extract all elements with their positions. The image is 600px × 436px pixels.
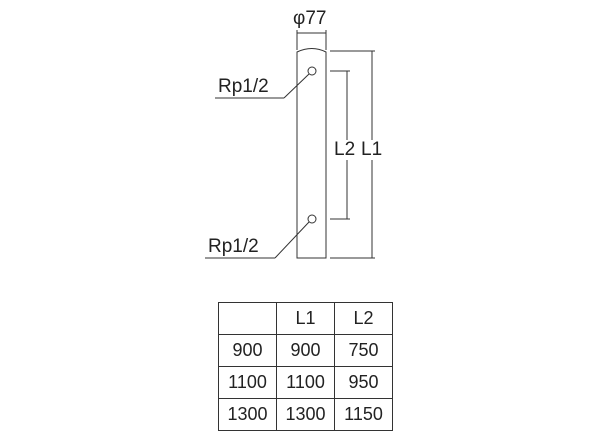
port-bottom-label: Rp1/2 bbox=[208, 236, 259, 257]
leader-bottom bbox=[205, 221, 310, 259]
table-cell: 1100 bbox=[218, 366, 277, 399]
table-cell: 1100 bbox=[276, 366, 335, 399]
l2-dimension bbox=[330, 70, 350, 220]
table-header-cell bbox=[218, 302, 277, 335]
l1-dimension bbox=[330, 50, 375, 259]
leader-top bbox=[215, 73, 310, 99]
table-header-row: L1 L2 bbox=[218, 302, 393, 335]
pipe-body bbox=[296, 48, 327, 259]
l2-label: L2 bbox=[334, 139, 356, 160]
port-hole-top bbox=[307, 66, 317, 76]
table-cell: 750 bbox=[334, 334, 393, 367]
table-cell: 950 bbox=[334, 366, 393, 399]
diameter-dimension bbox=[296, 30, 327, 50]
table-row: 900 900 750 bbox=[218, 334, 393, 367]
port-hole-bottom bbox=[307, 214, 317, 224]
l1-label: L1 bbox=[361, 139, 383, 160]
table-row: 1100 1100 950 bbox=[218, 366, 393, 399]
table-cell: 900 bbox=[276, 334, 335, 367]
dimension-table: L1 L2 900 900 750 1100 1100 950 1300 130… bbox=[218, 302, 393, 431]
table-cell: 1300 bbox=[218, 398, 277, 431]
table-header-cell: L2 bbox=[334, 302, 393, 335]
table-cell: 1300 bbox=[276, 398, 335, 431]
table-cell: 900 bbox=[218, 334, 277, 367]
table-cell: 1150 bbox=[334, 398, 393, 431]
table-header-cell: L1 bbox=[276, 302, 335, 335]
table-row: 1300 1300 1150 bbox=[218, 398, 393, 431]
port-top-label: Rp1/2 bbox=[218, 76, 269, 97]
diameter-label: φ77 bbox=[293, 8, 327, 29]
